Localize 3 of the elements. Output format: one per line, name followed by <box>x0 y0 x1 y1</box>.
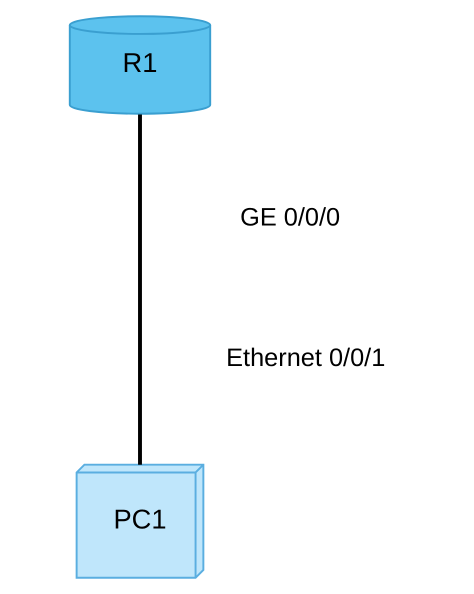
connector <box>138 114 142 465</box>
label: Ethernet 0/0/1 <box>226 344 386 372</box>
label: GE 0/0/0 <box>240 204 340 232</box>
